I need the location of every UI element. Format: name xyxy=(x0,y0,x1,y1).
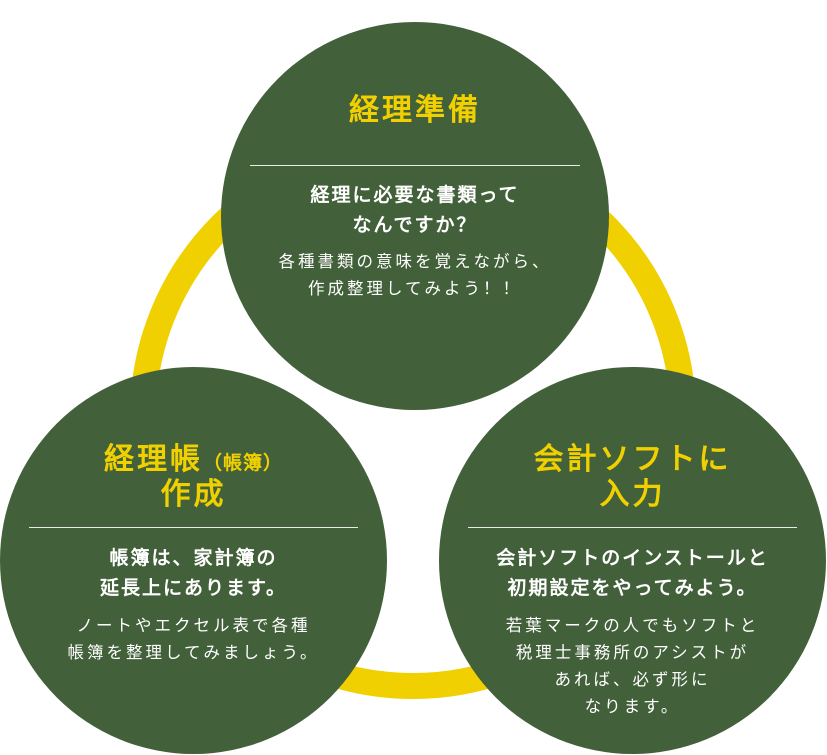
subheading-line: 経理に必要な書類って xyxy=(310,184,520,206)
stage-description: 若葉マークの人でもソフトと 税理士事務所のアシストが あれば、必ず形に なります… xyxy=(439,612,826,720)
stage-title-text: 会計ソフトに xyxy=(533,442,732,477)
description-line: ノートやエクセル表で各種 xyxy=(76,616,311,635)
subheading-line: 初期設定をやってみよう。 xyxy=(507,577,758,599)
description-line: あれば、必ず形に xyxy=(554,670,711,689)
description-line: なります。 xyxy=(584,697,681,716)
stage-title-text: 入力 xyxy=(599,477,666,513)
divider-line xyxy=(468,527,797,528)
description-line: 帳簿を整理してみましょう。 xyxy=(67,643,320,662)
subheading-line: 帳簿は、家計簿の xyxy=(109,547,278,569)
stage-title: 経理帳（帳簿） 作成 xyxy=(0,442,387,513)
stage-circle-accounting-prep: 経理準備 経理に必要な書類って なんですか？ 各種書類の意味を覚えながら、 作成… xyxy=(221,22,609,410)
description-line: 税理士事務所のアシストが xyxy=(515,643,750,662)
subheading-line: 延長上にあります。 xyxy=(99,577,288,599)
stage-circle-ledger-creation: 経理帳（帳簿） 作成 帳簿は、家計簿の 延長上にあります。 ノートやエクセル表で… xyxy=(0,367,387,754)
stage-title-note: （帳簿） xyxy=(202,452,283,474)
stage-description: ノートやエクセル表で各種 帳簿を整理してみましょう。 xyxy=(0,612,387,666)
divider-line xyxy=(29,527,358,528)
description-line: 各種書類の意味を覚えながら、 xyxy=(278,252,552,271)
stage-title: 経理準備 xyxy=(221,93,609,128)
description-line: 若葉マークの人でもソフトと xyxy=(505,616,760,635)
description-line: 作成整理してみよう！！ xyxy=(307,279,522,298)
stage-subheading: 帳簿は、家計簿の 延長上にあります。 xyxy=(0,543,387,603)
stage-subheading: 会計ソフトのインストールと 初期設定をやってみよう。 xyxy=(439,543,826,603)
subheading-line: なんですか？ xyxy=(352,214,478,236)
stage-title: 会計ソフトに 入力 xyxy=(439,442,826,513)
stage-title-text: 経理帳 xyxy=(103,442,203,477)
stage-subheading: 経理に必要な書類って なんですか？ xyxy=(221,180,609,240)
subheading-line: 会計ソフトのインストールと xyxy=(496,547,769,569)
stage-circle-software-input: 会計ソフトに 入力 会計ソフトのインストールと 初期設定をやってみよう。 若葉マ… xyxy=(439,367,826,754)
divider-line xyxy=(250,165,580,166)
stage-title-text: 作成 xyxy=(160,477,227,513)
stage-description: 各種書類の意味を覚えながら、 作成整理してみよう！！ xyxy=(221,248,609,302)
stage-title-text: 経理準備 xyxy=(349,93,481,128)
